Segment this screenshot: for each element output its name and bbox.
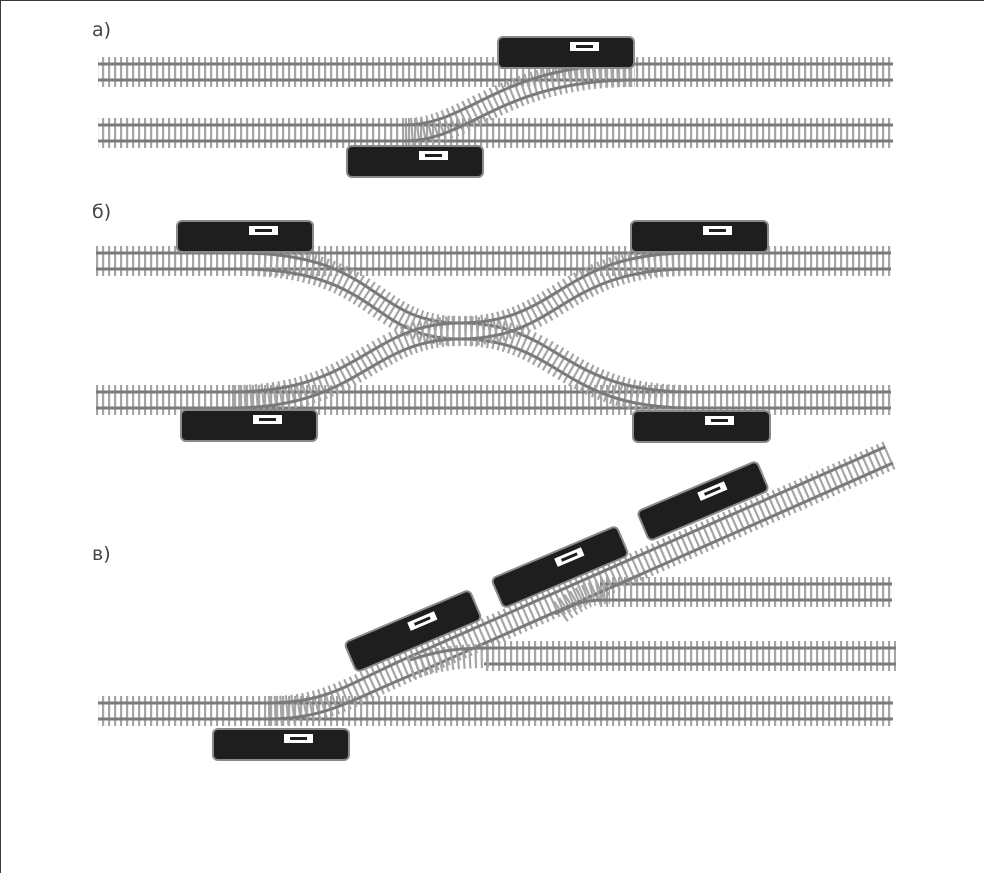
- panel-b-label: б): [92, 201, 111, 223]
- railway-track: [98, 118, 893, 148]
- panel-c-label: в): [92, 543, 111, 565]
- panel-a-label: а): [92, 19, 111, 41]
- rail-car: [630, 220, 769, 253]
- rail-car: [497, 36, 635, 69]
- rail-car: [491, 526, 629, 608]
- railway-track: [600, 577, 892, 607]
- track-switch: [553, 580, 611, 622]
- railway-track: [98, 57, 893, 87]
- rail-car: [346, 145, 484, 178]
- railway-track: [484, 641, 896, 671]
- rail-car: [632, 410, 771, 443]
- panel-c: в): [92, 441, 897, 761]
- track-switch: [231, 246, 691, 415]
- panel-b: б): [92, 201, 891, 443]
- rail-car: [180, 409, 318, 442]
- track-switch: [406, 644, 491, 680]
- panel-a: а): [92, 19, 893, 178]
- rail-car: [637, 461, 769, 541]
- rail-car: [212, 728, 350, 761]
- railway-track: [98, 696, 893, 726]
- rail-car: [344, 590, 482, 672]
- rail-car: [176, 220, 314, 253]
